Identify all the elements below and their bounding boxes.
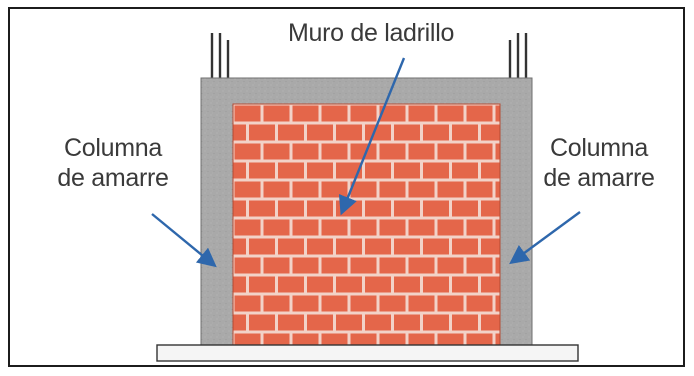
left-column-label: Columna de amarre — [28, 133, 198, 193]
right-column-label-line1: Columna — [550, 134, 648, 162]
left-column-label-line2: de amarre — [57, 164, 169, 192]
brick-wall-label-text: Muro de ladrillo — [287, 19, 455, 47]
figure-frame — [8, 7, 685, 367]
brick-wall-label: Muro de ladrillo — [240, 18, 502, 48]
left-rebar — [210, 33, 230, 79]
right-rebar — [508, 33, 528, 79]
foundation-slab — [156, 344, 579, 362]
right-column-label: Columna de amarre — [514, 133, 684, 193]
brick-wall-arrow — [338, 57, 406, 216]
right-column-label-line2: de amarre — [543, 164, 655, 192]
left-column-arrow — [151, 213, 217, 268]
right-column-arrow — [509, 211, 581, 265]
brick-wall — [232, 103, 501, 347]
left-column-label-line1: Columna — [64, 134, 162, 162]
